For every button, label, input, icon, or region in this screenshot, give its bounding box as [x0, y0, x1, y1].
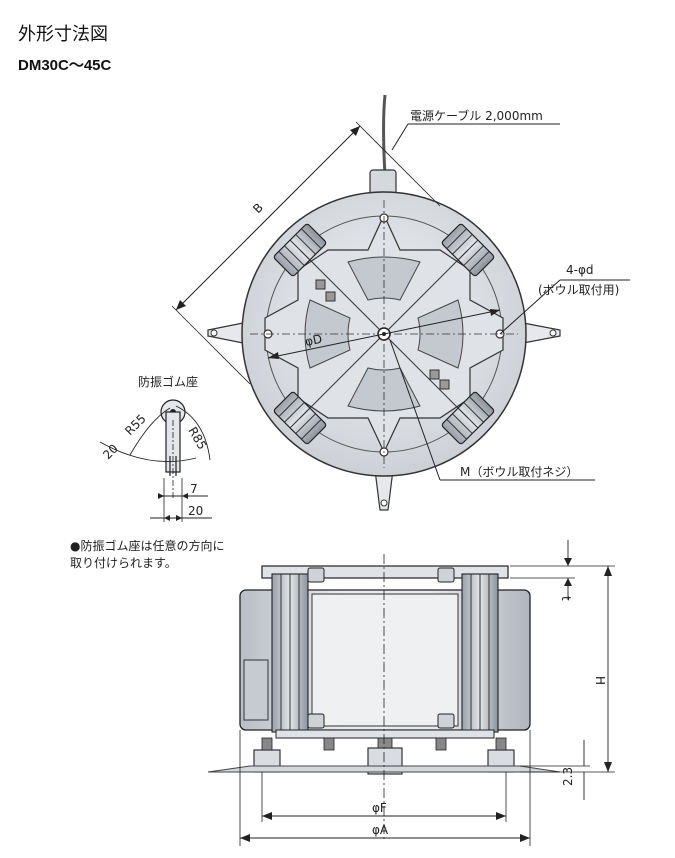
hole-label: 4-φd — [566, 263, 594, 277]
dim-a-label: φA — [372, 823, 389, 837]
rubber-mount-title: 防振ゴム座 — [138, 374, 198, 389]
dim-h-label: H — [593, 676, 607, 685]
power-cable — [382, 94, 387, 176]
mount-note-line-2: 取り付けられます。 — [70, 556, 177, 570]
rubber-mount-detail: 防振ゴム座 R55 R85 20 7 20 — [99, 374, 212, 522]
side-view: t H 2.3 φF φA — [207, 540, 615, 846]
dim-b-label: B — [250, 200, 266, 216]
top-view: 電源ケーブル 2,000mm B 4-φd (ボウル取付用) φD M（ボウル取… — [171, 94, 630, 511]
dim-7-label: 7 — [190, 482, 198, 496]
model-label: DM30C～45C — [18, 57, 112, 74]
screw-label: M（ボウル取付ネジ） — [460, 465, 578, 479]
dim-d-label: φD — [304, 332, 324, 349]
dim-20-bottom-label: 20 — [188, 504, 203, 518]
page-title: 外形寸法図 — [18, 24, 108, 45]
dim-t-label: t — [559, 596, 573, 601]
dim-f-label: φF — [372, 801, 387, 815]
mount-note: ●防振ゴム座は任意の方向に 取り付けられます。 — [70, 538, 300, 572]
r55-label: R55 — [122, 412, 149, 439]
spring-column-left — [271, 573, 309, 733]
r85-label: R85 — [185, 425, 209, 452]
dim-20-left-label: 20 — [100, 441, 121, 462]
cable-label: 電源ケーブル 2,000mm — [410, 108, 543, 123]
dim-2-3-label: 2.3 — [561, 767, 575, 786]
mount-note-line-1: ●防振ゴム座は任意の方向に — [70, 539, 225, 553]
hole-sub-label: (ボウル取付用) — [538, 283, 619, 297]
spring-column-right — [461, 573, 499, 733]
